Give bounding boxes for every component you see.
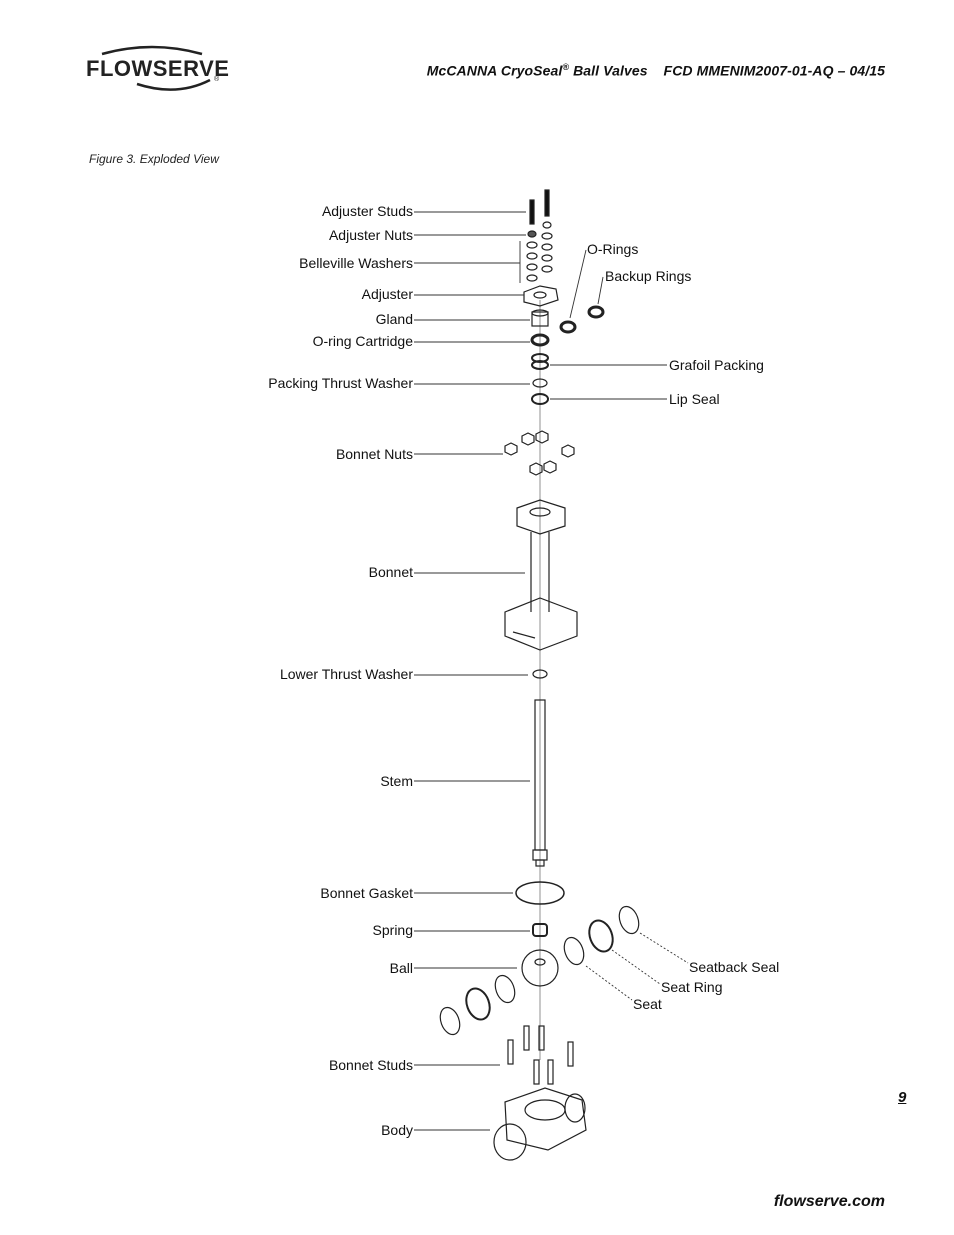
label-bonnet-gasket: Bonnet Gasket	[320, 885, 413, 901]
label-bonnet-nuts: Bonnet Nuts	[335, 446, 413, 462]
label-gland: Gland	[375, 311, 413, 327]
header-title-rest: Ball Valves FCD MMENIM2007-01-AQ – 04/15	[569, 62, 885, 79]
label-seatback-seal: Seatback Seal	[689, 959, 780, 975]
label-bonnet-studs: Bonnet Studs	[328, 1057, 413, 1073]
label-adjuster-studs: Adjuster Studs	[321, 203, 413, 219]
logo-swoosh-icon	[101, 45, 211, 91]
figure-caption: Figure 3. Exploded View	[89, 152, 219, 166]
footer-website-link[interactable]: flowserve.com	[773, 1193, 885, 1210]
label-ball: Ball	[389, 960, 413, 976]
label-grafoil-packing: Grafoil Packing	[669, 357, 764, 373]
header-title-main: McCANNA CryoSeal	[426, 62, 563, 79]
label-body: Body	[381, 1122, 413, 1138]
document-header: McCANNA CryoSeal® Ball Valves FCD MMENIM…	[427, 62, 885, 79]
label-packing-thrust-washer: Packing Thrust Washer	[268, 375, 413, 391]
label-seat-ring: Seat Ring	[661, 979, 723, 995]
label-backup-rings: Backup Rings	[605, 268, 692, 284]
label-adjuster: Adjuster	[361, 286, 413, 302]
logo-registered-mark: ®	[214, 76, 220, 83]
label-oring-cartridge: O-ring Cartridge	[312, 333, 413, 349]
label-seat: Seat	[633, 996, 662, 1012]
label-stem: Stem	[380, 773, 413, 789]
header-registered-mark: ®	[562, 62, 570, 72]
logo-wordmark: FLOWSERVE	[86, 56, 230, 81]
label-lip-seal: Lip Seal	[669, 391, 720, 407]
label-lower-thrust-washer: Lower Thrust Washer	[279, 666, 413, 682]
page-number: 9	[898, 1089, 907, 1106]
label-spring: Spring	[372, 922, 413, 938]
label-belleville-washers: Belleville Washers	[299, 255, 413, 271]
label-o-rings: O-Rings	[587, 241, 639, 257]
label-adjuster-nuts: Adjuster Nuts	[328, 227, 413, 243]
flowserve-logo: FLOWSERVE ®	[82, 42, 232, 98]
label-bonnet: Bonnet	[368, 564, 413, 580]
